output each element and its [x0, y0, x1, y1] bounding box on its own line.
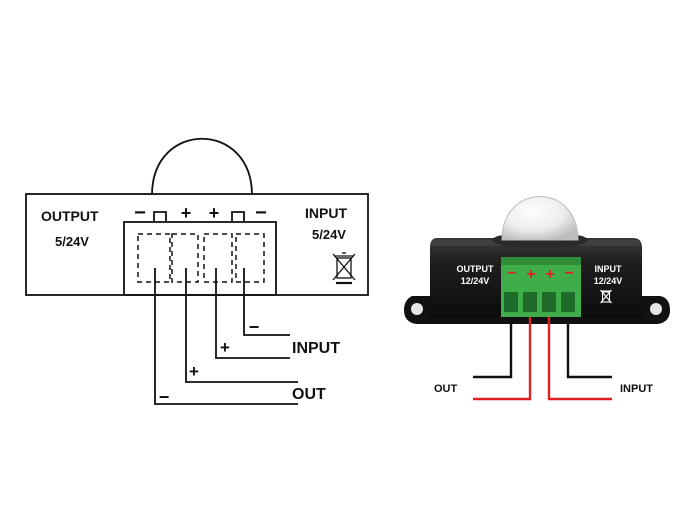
photo-input-label: INPUT: [595, 264, 623, 274]
photo-terminal-sign-4: −: [564, 265, 573, 282]
photo-wire-input-positive: [547, 317, 612, 401]
schematic-terminal-block: [123, 221, 277, 296]
schematic-drawing: [25, 137, 369, 405]
schematic-input-label: INPUT: [305, 205, 347, 221]
schematic-terminal-tabs: [153, 211, 245, 222]
photo-wires: [473, 317, 612, 401]
schematic-sensor-dome: [151, 137, 253, 196]
schematic-wire-sign-4: −: [249, 317, 260, 337]
schematic-wire-input-positive: [215, 268, 290, 359]
photo-weee-bin-icon: [600, 289, 612, 304]
photo-output-label: OUTPUT: [457, 264, 495, 274]
schematic-wire-sign-3: +: [220, 338, 230, 357]
schematic-terminal-sign-2: +: [181, 203, 192, 223]
photo-terminal-sign-1: −: [507, 265, 516, 282]
photo-terminal-screws: [504, 292, 575, 312]
photo-wire-out-positive: [473, 317, 532, 401]
photo-mount-hole-left: [411, 303, 423, 315]
schematic-output-voltage: 5/24V: [55, 234, 89, 249]
schematic-terminal-sign-3: +: [209, 203, 220, 223]
schematic-dashed-terminals: [137, 233, 265, 283]
weee-bin-icon: [332, 252, 356, 285]
photo-out-label: OUT: [434, 383, 458, 395]
schematic-lead-out-label: OUT: [292, 386, 326, 403]
photo-mount-hole-right: [650, 303, 662, 315]
photo-pir-dome: [501, 196, 579, 241]
schematic-wire-out-negative: [154, 268, 298, 405]
schematic-output-label: OUTPUT: [41, 208, 99, 224]
photo-device: [404, 196, 670, 324]
schematic-wire-sign-1: −: [159, 387, 170, 407]
photo-wire-out-negative: [473, 317, 513, 379]
schematic-wire-sign-2: +: [189, 362, 199, 381]
schematic-input-voltage: 5/24V: [312, 227, 346, 242]
schematic-wire-out-positive: [185, 268, 298, 383]
photo-input-lead-label: INPUT: [620, 383, 653, 395]
photo-terminal-sign-3: +: [545, 266, 554, 283]
photo-wire-input-negative: [566, 317, 612, 379]
photo-output-voltage: 12/24V: [461, 276, 490, 286]
schematic-terminal-sign-4: −: [255, 202, 267, 224]
schematic-lead-input-label: INPUT: [292, 340, 340, 357]
schematic-terminal-sign-1: −: [134, 202, 146, 224]
photo-terminal-sign-2: +: [526, 266, 535, 283]
photo-input-voltage: 12/24V: [594, 276, 623, 286]
schematic-wire-input-negative: [243, 268, 290, 336]
